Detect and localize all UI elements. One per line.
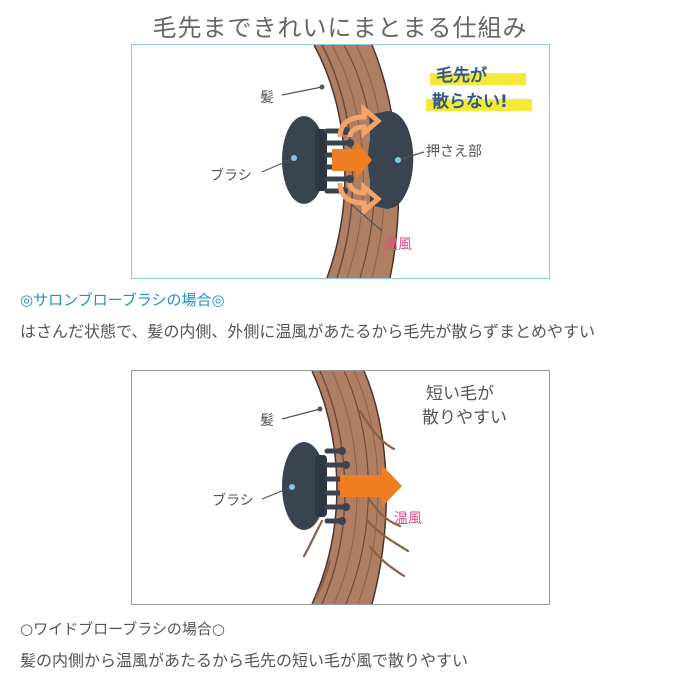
wide-brush-description: 髪の内側から温風があたるから毛先の短い毛が風で散りやすい <box>20 651 469 670</box>
warm-air-label: 温風 <box>394 511 422 527</box>
badge-highlight-2 <box>426 99 532 111</box>
hair-label: 髪 <box>260 90 274 106</box>
leader-lines <box>261 408 321 500</box>
brush-point <box>291 155 297 161</box>
presser-point <box>395 157 401 163</box>
brush-label: ブラシ <box>210 167 252 184</box>
badge-line-1: 毛先が <box>436 65 487 86</box>
salon-brush-illustration: 髪 ブラシ 押さえ部 温風 毛先が 散らない! <box>210 45 532 278</box>
note-line-2: 散りやすい <box>422 408 507 428</box>
salon-brush-caption: ◎サロンブローブラシの場合◎ <box>20 291 225 309</box>
brush-head <box>282 442 354 530</box>
wide-brush-diagram: 髪 ブラシ 温風 短い毛が 散りやすい <box>131 370 550 605</box>
warm-air-label: 温風 <box>384 237 412 253</box>
stray-hairs <box>302 409 410 599</box>
presser-label: 押さえ部 <box>426 144 482 160</box>
warm-air-arrow <box>340 465 402 507</box>
salon-brush-description: はさんだ状態で、髪の内側、外側に温風があたるから毛先が散らずまとめやすい <box>20 322 596 341</box>
warm-air-arrows <box>332 103 382 217</box>
brush-point <box>289 484 295 490</box>
page-title: 毛先まできれいにまとまる仕組み <box>152 14 528 42</box>
note-line-1: 短い毛が <box>426 384 494 404</box>
salon-brush-diagram: 髪 ブラシ 押さえ部 温風 毛先が 散らない! <box>131 44 550 279</box>
presser-part <box>368 111 414 209</box>
hair-point <box>319 84 325 90</box>
wide-brush-caption: ○ワイドブローブラシの場合○ <box>20 620 225 638</box>
hair-label: 髪 <box>260 413 274 429</box>
wide-brush-illustration: 髪 ブラシ 温風 短い毛が 散りやすい <box>212 371 507 604</box>
hair-point <box>317 406 323 412</box>
badge-highlight-1 <box>430 73 526 85</box>
badge-line-2: 散らない! <box>432 91 508 112</box>
leader-lines <box>261 86 425 232</box>
brush-label: ブラシ <box>212 492 254 509</box>
